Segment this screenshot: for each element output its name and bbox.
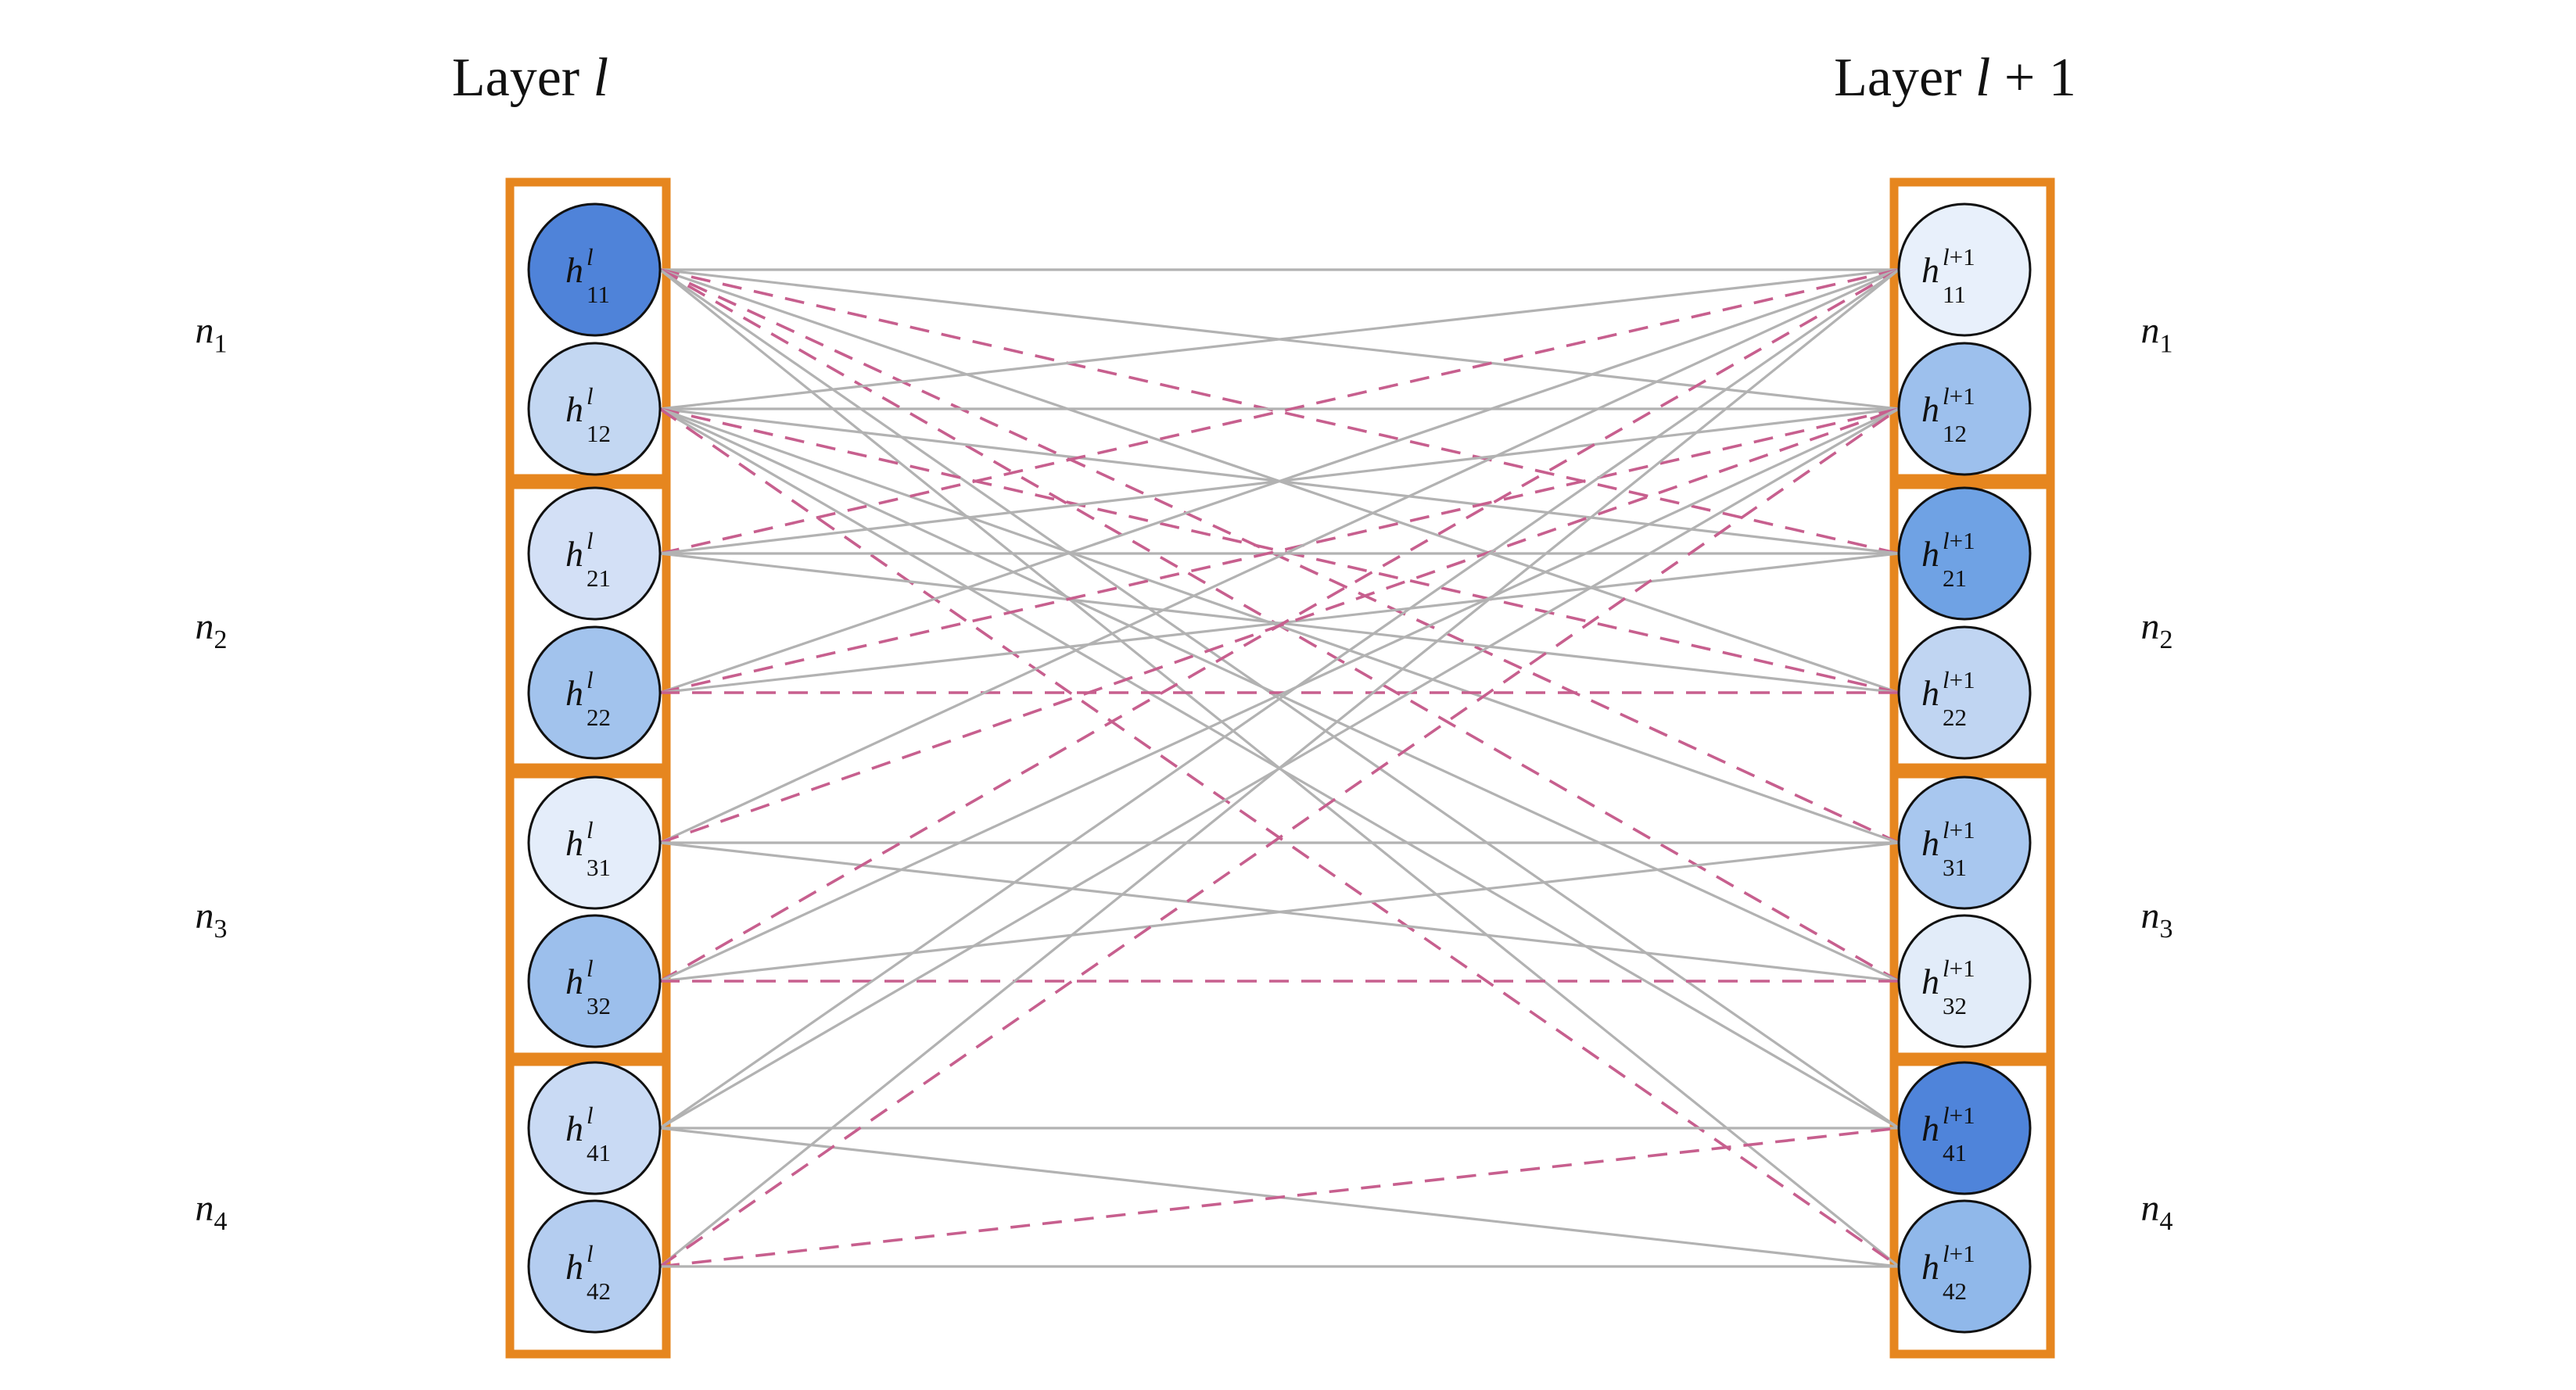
edge-h32-to-h31next-solid	[659, 841, 1900, 983]
node-left-h12	[527, 342, 662, 476]
node-right-h32	[1897, 914, 2032, 1048]
node-label-sup-left-h31: l	[587, 816, 594, 844]
node-left-h21	[527, 486, 662, 621]
group-label-right-n2: n2	[2141, 606, 2173, 654]
node-label-sup-left-h12: l	[587, 382, 594, 410]
node-left-h31	[527, 776, 662, 910]
node-label-sub-right-h21: 21	[1943, 564, 1967, 592]
edge-h21-to-h11next-dashed	[659, 268, 1900, 555]
node-label-sup-left-h11: l	[587, 243, 594, 270]
node-left-h41	[527, 1061, 662, 1195]
node-right-h41	[1897, 1061, 2032, 1195]
node-label-sub-right-h11: 11	[1943, 281, 1966, 308]
node-label-base-left-h32: h	[565, 962, 583, 1001]
node-right-h42	[1897, 1199, 2032, 1334]
node-label-base-right-h12: h	[1921, 389, 1939, 429]
node-label-base-right-h42: h	[1921, 1247, 1939, 1287]
node-label-sub-right-h12: 12	[1943, 420, 1967, 447]
node-label-base-right-h31: h	[1921, 823, 1939, 863]
edge-h42-to-h41next-dashed	[659, 1127, 1900, 1268]
node-label-sub-left-h11: 11	[587, 281, 610, 308]
node-right-h22	[1897, 625, 2032, 760]
edge-h41-to-h11next-solid	[659, 268, 1900, 1130]
node-right-h31	[1897, 776, 2032, 910]
edge-h22-to-h12next-dashed	[659, 407, 1900, 694]
node-label-sup-left-h41: l	[587, 1102, 594, 1129]
node-label-base-left-h12: h	[565, 389, 583, 429]
edge-h31-to-h11next-solid	[659, 268, 1900, 844]
node-label-base-right-h11: h	[1921, 250, 1939, 290]
node-label-sub-left-h41: 41	[587, 1139, 611, 1166]
node-label-sup-right-h12: l+1	[1943, 382, 1975, 410]
node-label-base-right-h22: h	[1921, 673, 1939, 713]
node-label-base-left-h31: h	[565, 823, 583, 863]
layer-title-right: Layer l + 1	[1834, 48, 2076, 108]
node-right-h12	[1897, 342, 2032, 476]
node-label-base-right-h32: h	[1921, 962, 1939, 1001]
edge-h12-to-h11next-solid	[659, 268, 1900, 410]
node-label-sup-right-h21: l+1	[1943, 527, 1975, 554]
node-label-sup-right-h32: l+1	[1943, 955, 1975, 982]
node-label-sup-left-h32: l	[587, 955, 594, 982]
node-label-sub-left-h12: 12	[587, 420, 611, 447]
edge-h32-to-h12next-solid	[659, 407, 1900, 983]
edge-h11-to-h21next-dashed	[659, 268, 1900, 555]
group-label-right-n1: n1	[2141, 310, 2173, 359]
node-label-sup-left-h21: l	[587, 527, 594, 554]
node-label-sub-left-h22: 22	[587, 704, 611, 731]
edge-h22-to-h21next-solid	[659, 552, 1900, 694]
layer-title-left: Layer l	[452, 48, 608, 108]
edge-h32-to-h11next-dashed	[659, 268, 1900, 983]
node-label-sup-right-h42: l+1	[1943, 1240, 1975, 1267]
node-label-sub-left-h31: 31	[587, 854, 611, 881]
node-label-sup-right-h11: l+1	[1943, 243, 1975, 270]
node-label-sup-right-h41: l+1	[1943, 1102, 1975, 1129]
node-label-sup-left-h42: l	[587, 1240, 594, 1267]
group-label-left-n4: n4	[196, 1188, 228, 1236]
node-label-sub-right-h32: 32	[1943, 992, 1967, 1019]
node-label-base-left-h21: h	[565, 534, 583, 574]
group-label-left-n2: n2	[196, 606, 228, 654]
node-label-sub-right-h31: 31	[1943, 854, 1967, 881]
node-label-sup-right-h31: l+1	[1943, 816, 1975, 844]
node-left-h32	[527, 914, 662, 1048]
node-label-base-right-h21: h	[1921, 534, 1939, 574]
node-label-base-left-h42: h	[565, 1247, 583, 1287]
edge-h12-to-h22next-dashed	[659, 407, 1900, 694]
node-label-base-left-h11: h	[565, 250, 583, 290]
edge-h42-to-h11next-solid	[658, 268, 1900, 1268]
group-label-left-n3: n3	[196, 895, 228, 944]
group-label-right-n4: n4	[2141, 1188, 2173, 1236]
edge-h42-to-h12next-dashed	[658, 407, 1900, 1268]
node-label-sup-right-h22: l+1	[1943, 666, 1975, 693]
node-label-sub-right-h42: 42	[1943, 1277, 1967, 1305]
node-label-sub-left-h42: 42	[587, 1277, 611, 1305]
node-left-h11	[527, 202, 662, 337]
node-label-base-left-h41: h	[565, 1109, 583, 1148]
node-right-h21	[1897, 486, 2032, 621]
node-label-sub-right-h41: 41	[1943, 1139, 1967, 1166]
node-label-sub-left-h32: 32	[587, 992, 611, 1019]
group-label-left-n1: n1	[196, 310, 228, 359]
node-right-h11	[1897, 202, 2032, 337]
node-left-h22	[527, 625, 662, 760]
group-label-right-n3: n3	[2141, 895, 2173, 944]
node-label-sub-right-h22: 22	[1943, 704, 1967, 731]
node-label-base-left-h22: h	[565, 673, 583, 713]
edge-h22-to-h11next-solid	[659, 268, 1900, 694]
node-label-sub-left-h21: 21	[587, 564, 611, 592]
node-left-h42	[527, 1199, 662, 1334]
node-label-base-right-h41: h	[1921, 1109, 1939, 1148]
node-label-sup-left-h22: l	[587, 666, 594, 693]
